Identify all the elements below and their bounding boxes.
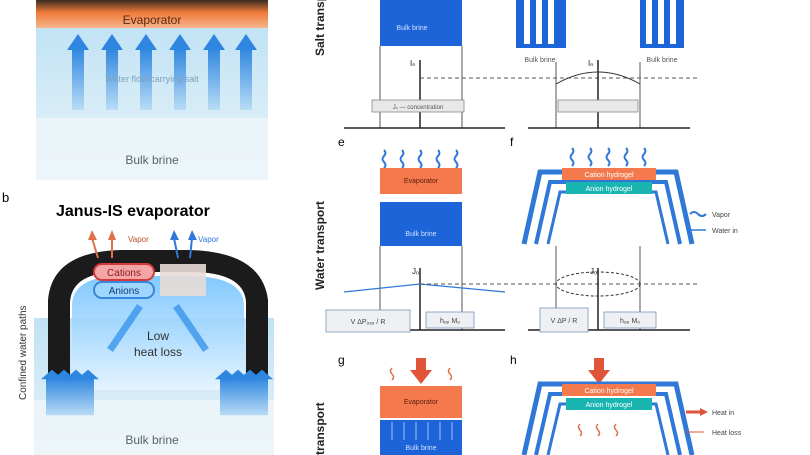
panel-b-title: Janus-IS evaporator <box>56 203 210 220</box>
inner-flow-arrows <box>107 304 209 352</box>
bulk-brine-block-g <box>380 420 462 455</box>
flux-box-left-label-f: V ΔP / R <box>551 318 578 325</box>
anions-label: Anions <box>109 286 140 297</box>
heat-in-arrow-g <box>416 358 426 370</box>
bulk-brine-label-a: Bulk brine <box>125 153 179 167</box>
panel-letter-f: f <box>510 135 514 149</box>
flux-box-left-label-e: V ΔPₒₓₚ / R <box>351 319 386 326</box>
vapor-waves-e <box>381 149 459 169</box>
evaporator-label-g: Evaporator <box>404 399 439 406</box>
evaporator-block-e <box>380 168 462 194</box>
bulk-brine-label-b: Bulk brine <box>125 433 179 447</box>
water-path-arrows-left <box>41 369 99 416</box>
vapor-arrows-left <box>88 230 116 259</box>
panel-c-top: Bulk brine Iₙ Jₛ — concentration <box>344 0 700 129</box>
legend-heat-in-label-h: Heat in <box>712 410 734 417</box>
bulk-brine-label-d-left: Bulk brine <box>524 57 555 64</box>
flux-box-right-label-f: hₒₚ Mₒ <box>620 318 640 325</box>
flux-box-right-label-e: hₒₚ Mₒ <box>440 318 460 325</box>
axis-i-label-d: Iₙ <box>588 59 593 68</box>
bulk-brine-block-c <box>380 0 462 46</box>
anions-pad <box>93 281 155 299</box>
row-label-salt: Salt transport <box>313 0 327 56</box>
panel-a: Evaporator Water flow carrying salt Bulk… <box>36 0 268 180</box>
legend-vapor-icon <box>689 211 707 217</box>
cations-label: Cations <box>107 268 141 279</box>
panel-b: b Janus-IS evaporator Confined water pat… <box>2 190 274 455</box>
flux-box-right-f <box>603 311 657 329</box>
cation-label-f: Cation hydrogel <box>584 172 633 179</box>
heat-in-arrow-h <box>594 358 604 370</box>
flux-box-left-e <box>325 309 411 333</box>
anion-hydrogel-h <box>566 398 652 410</box>
vapor-arrows-right <box>170 230 197 259</box>
bulk-brine-block-e <box>380 202 462 246</box>
evaporator-label-e: Evaporator <box>404 178 439 185</box>
panel-letter-e: e <box>338 135 345 149</box>
flux-box-right-e <box>425 311 475 329</box>
legend-heat-loss-label-h: Heat loss <box>712 430 742 437</box>
panel-letter-b: b <box>2 190 9 205</box>
salt-profile-curve-d <box>555 71 641 85</box>
legend-water-label-f: Water in <box>712 228 738 235</box>
water-profile-f <box>555 271 641 297</box>
row-label-heat: transport <box>313 402 327 455</box>
anion-label-h: Anion hydrogel <box>586 402 633 409</box>
water-path-arrows-right <box>215 369 273 416</box>
vapor-label-left: Vapor <box>128 235 149 244</box>
flux-box-left-f <box>539 307 589 333</box>
cation-hydrogel-f <box>562 168 656 180</box>
cation-hydrogel-h <box>562 384 656 396</box>
vapor-waves-f <box>569 147 647 167</box>
heat-waves-h <box>577 423 619 437</box>
bulk-brine-label-g: Bulk brine <box>405 445 436 452</box>
panel-letter-g: g <box>338 353 345 367</box>
evaporator-block-g <box>380 386 462 418</box>
low-label: Low <box>147 329 169 343</box>
panel-letter-h: h <box>510 353 517 367</box>
bulk-brine-label-c: Bulk brine <box>396 25 427 32</box>
panel-f: f Cation hydrogel Anion hydrogel Vapor W… <box>510 135 738 333</box>
heat-loss-label: heat loss <box>134 345 182 359</box>
flux-box-d <box>557 99 639 113</box>
cation-label-h: Cation hydrogel <box>584 388 633 395</box>
panel-d-top: Bulk brine Bulk brine Iₙ <box>516 0 690 129</box>
water-flow-label-a: Water flow carrying salt <box>105 74 199 84</box>
axis-j-label-f: Jₒ <box>590 267 597 276</box>
panel-g: g Evaporator Bulk brine <box>338 353 462 455</box>
flux-box-c <box>371 99 465 113</box>
bulk-brine-label-d-right: Bulk brine <box>646 57 677 64</box>
axis-i-label-c: Iₙ <box>410 59 415 68</box>
cations-pad <box>93 263 155 281</box>
flux-box-label-c: Jₛ — concentration <box>393 105 444 111</box>
confined-water-paths-label: Confined water paths <box>18 305 29 400</box>
row-label-water: Water transport <box>313 201 327 290</box>
panel-e: e Evaporator Bulk brine Jₒ V ΔPₒₓₚ / R h… <box>325 135 700 333</box>
evaporator-layer-a <box>36 0 268 28</box>
anion-hydrogel-f <box>566 182 652 194</box>
water-profile-e <box>343 283 506 293</box>
evaporator-label-a: Evaporator <box>123 13 182 27</box>
panel-h: h Cation hydrogel Anion hydrogel Heat in… <box>510 353 742 455</box>
axis-j-label-e: Jₒ <box>412 267 419 276</box>
legend-vapor-label-f: Vapor <box>712 212 731 219</box>
vapor-label-right: Vapor <box>198 235 219 244</box>
anion-label-f: Anion hydrogel <box>586 186 633 193</box>
bulk-brine-label-e: Bulk brine <box>405 231 436 238</box>
